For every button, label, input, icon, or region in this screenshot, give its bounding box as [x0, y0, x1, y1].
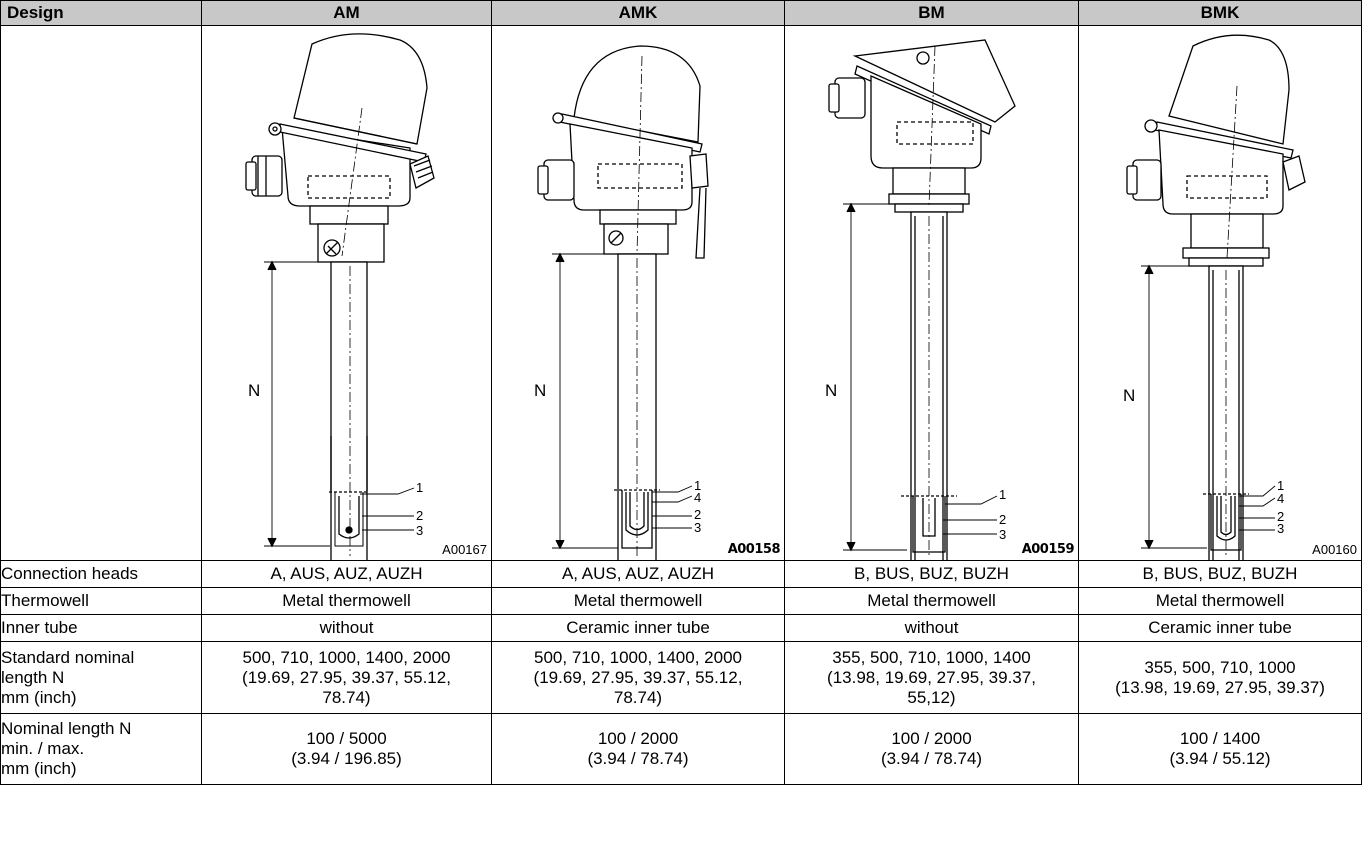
cell-connection-heads-bm: B, BUS, BUZ, BUZH: [784, 560, 1079, 588]
cell-standard-length-am: 500, 710, 1000, 1400, 2000 (19.69, 27.95…: [201, 641, 492, 714]
cell-standard-length-amk: 500, 710, 1000, 1400, 2000 (19.69, 27.95…: [491, 641, 785, 714]
svg-text:3: 3: [999, 527, 1006, 542]
cell-thermowell-bmk: Metal thermowell: [1078, 587, 1362, 615]
svg-text:2: 2: [1277, 509, 1284, 524]
drawing-row: N 1 2 3 A00167: [0, 25, 1362, 561]
amk-thermometer-drawing: N 1 4 2 3: [534, 45, 709, 560]
specification-table: Design AM AMK BM BMK: [0, 0, 1362, 785]
cell-inner-tube-bmk: Ceramic inner tube: [1078, 614, 1362, 642]
label-thermowell: Thermowell: [0, 587, 202, 615]
svg-text:1: 1: [694, 478, 701, 493]
cell-thermowell-bm: Metal thermowell: [784, 587, 1079, 615]
cell-connection-heads-bmk: B, BUS, BUZ, BUZH: [1078, 560, 1362, 588]
bmk-thermometer-drawing: N 1 4 2 3: [1123, 34, 1306, 560]
drawing-cell-am: N 1 2 3 A00167: [201, 25, 492, 561]
svg-text:1: 1: [1277, 478, 1284, 493]
header-amk: AMK: [491, 0, 785, 26]
cell-inner-tube-amk: Ceramic inner tube: [491, 614, 785, 642]
svg-text:3: 3: [1277, 521, 1284, 536]
figure-id-am: A00167: [442, 542, 487, 557]
cell-nominal-minmax-am: 100 / 5000 (3.94 / 196.85): [201, 713, 492, 785]
row-standard-nominal-length: Standard nominal length N mm (inch) 500,…: [0, 641, 1362, 714]
figure-id-bmk: A00160: [1312, 542, 1357, 557]
header-bmk: BMK: [1078, 0, 1362, 26]
cell-standard-length-bmk: 355, 500, 710, 1000 (13.98, 19.69, 27.95…: [1078, 641, 1362, 714]
svg-text:4: 4: [1277, 491, 1284, 506]
svg-text:2: 2: [694, 507, 701, 522]
header-row: Design AM AMK BM BMK: [0, 0, 1362, 26]
cell-nominal-minmax-amk: 100 / 2000 (3.94 / 78.74): [491, 713, 785, 785]
cell-connection-heads-amk: A, AUS, AUZ, AUZH: [491, 560, 785, 588]
svg-text:N: N: [534, 381, 546, 400]
cell-thermowell-amk: Metal thermowell: [491, 587, 785, 615]
svg-text:N: N: [1123, 386, 1135, 405]
row-thermowell: Thermowell Metal thermowell Metal thermo…: [0, 587, 1362, 615]
cell-standard-length-bm: 355, 500, 710, 1000, 1400 (13.98, 19.69,…: [784, 641, 1079, 714]
svg-text:N: N: [825, 381, 837, 400]
header-design: Design: [0, 0, 202, 26]
bm-thermometer-drawing: N 1 2 3: [825, 39, 1016, 560]
svg-text:2: 2: [416, 508, 423, 523]
svg-text:1: 1: [999, 487, 1006, 502]
drawing-cell-amk: N 1 4 2 3 A00158: [491, 25, 785, 561]
svg-text:4: 4: [694, 490, 701, 505]
header-am: AM: [201, 0, 492, 26]
drawing-row-label: [0, 25, 202, 561]
label-inner-tube: Inner tube: [0, 614, 202, 642]
drawing-cell-bmk: N 1 4 2 3 A00160: [1078, 25, 1362, 561]
figure-id-bm: A00159: [1021, 542, 1075, 557]
header-bm: BM: [784, 0, 1079, 26]
row-inner-tube: Inner tube without Ceramic inner tube wi…: [0, 614, 1362, 642]
label-standard-nominal-length: Standard nominal length N mm (inch): [0, 641, 202, 714]
cell-inner-tube-am: without: [201, 614, 492, 642]
label-connection-heads: Connection heads: [0, 560, 202, 588]
cell-thermowell-am: Metal thermowell: [201, 587, 492, 615]
dimension-label-n: N: [248, 381, 260, 400]
svg-text:1: 1: [416, 480, 423, 495]
cell-inner-tube-bm: without: [784, 614, 1079, 642]
row-nominal-length-minmax: Nominal length N min. / max. mm (inch) 1…: [0, 713, 1362, 785]
am-thermometer-drawing: N 1 2 3: [245, 33, 435, 560]
figure-id-amk: A00158: [727, 542, 781, 557]
cell-nominal-minmax-bm: 100 / 2000 (3.94 / 78.74): [784, 713, 1079, 785]
svg-text:2: 2: [999, 512, 1006, 527]
svg-text:3: 3: [694, 520, 701, 535]
svg-text:3: 3: [416, 523, 423, 538]
cell-nominal-minmax-bmk: 100 / 1400 (3.94 / 55.12): [1078, 713, 1362, 785]
cell-connection-heads-am: A, AUS, AUZ, AUZH: [201, 560, 492, 588]
drawing-cell-bm: N 1 2 3 A00159: [784, 25, 1079, 561]
label-nominal-length-minmax: Nominal length N min. / max. mm (inch): [0, 713, 202, 785]
row-connection-heads: Connection heads A, AUS, AUZ, AUZH A, AU…: [0, 560, 1362, 588]
